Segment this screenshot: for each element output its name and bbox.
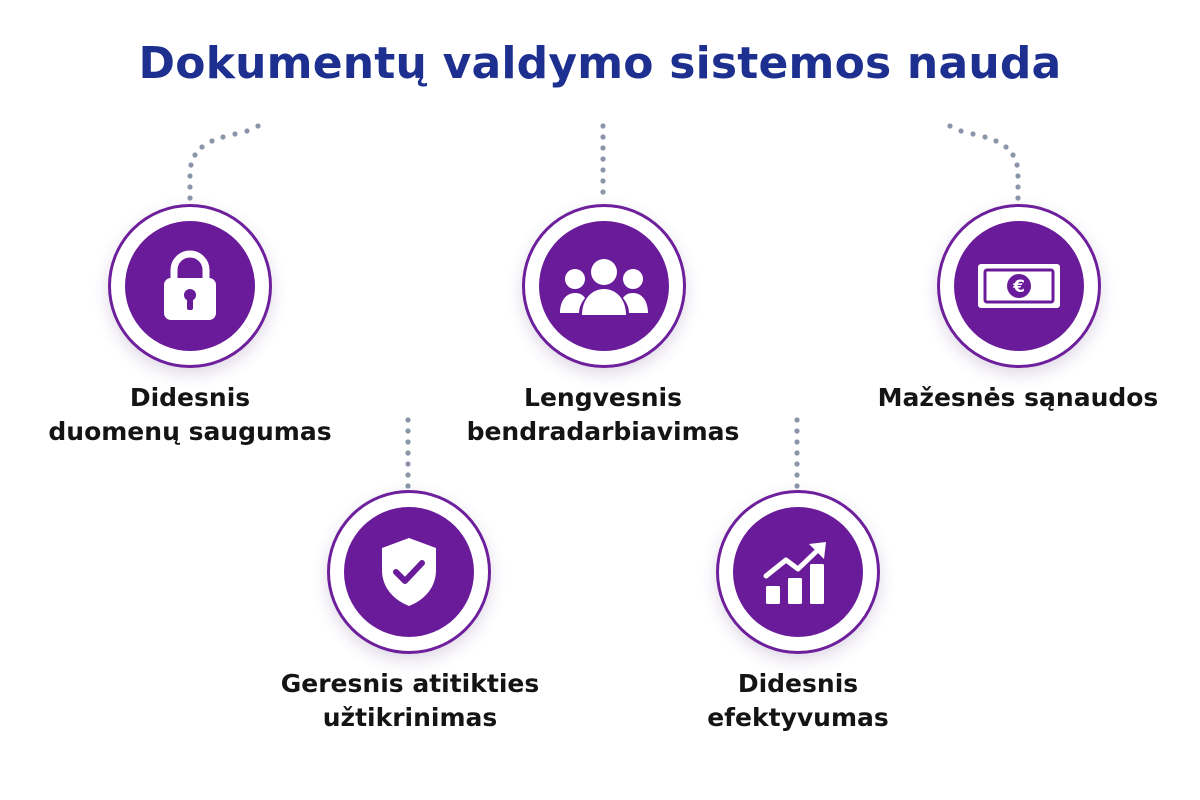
connector-dot <box>794 483 800 489</box>
connector-dot <box>405 483 411 489</box>
diagram-title: Dokumentų valdymo sistemos nauda <box>138 38 1062 89</box>
benefit-compliance-label: Geresnis atitikties užtikrinimas <box>250 667 570 735</box>
connector-dot <box>794 439 800 445</box>
benefit-efficiency <box>716 490 880 654</box>
connector-dot <box>199 144 205 150</box>
connector-dot <box>794 417 800 423</box>
connector-dot <box>1003 144 1009 150</box>
icon-badge <box>539 221 669 351</box>
benefit-security-label: Didesnis duomenų saugumas <box>30 381 350 449</box>
icon-badge <box>344 507 474 637</box>
label-line: bendradarbiavimas <box>466 417 740 446</box>
connector-dot <box>982 134 988 140</box>
benefit-costs: € <box>937 204 1101 368</box>
connector-dot <box>600 156 606 162</box>
connector-dot <box>1015 184 1021 190</box>
connector-dot <box>947 123 953 129</box>
connector-dot <box>794 450 800 456</box>
label-line: Didesnis <box>737 669 859 698</box>
shield-check-icon <box>382 538 436 606</box>
icon-badge: € <box>954 221 1084 351</box>
connector-dot <box>405 461 411 467</box>
connector-dot <box>192 152 198 158</box>
connector-dot <box>405 428 411 434</box>
connector-dot <box>958 128 964 134</box>
connector-dot <box>1015 173 1021 179</box>
label-line: Mažesnės sąnaudos <box>877 383 1159 412</box>
connector-dot <box>405 417 411 423</box>
connector-dot <box>244 128 250 134</box>
connector-dot <box>970 131 976 137</box>
lock-icon <box>164 250 216 320</box>
connector-dot <box>187 195 193 201</box>
connector-dot <box>187 184 193 190</box>
team-icon <box>560 259 648 315</box>
connector-dot <box>600 145 606 151</box>
connector-dot <box>1015 195 1021 201</box>
connector-dot <box>405 472 411 478</box>
connector-dot <box>187 173 193 179</box>
connector-dot <box>1010 152 1016 158</box>
connector-dot <box>188 162 194 168</box>
connector-dot <box>600 178 606 184</box>
label-line: Geresnis atitikties <box>280 669 540 698</box>
label-line: efektyvumas <box>707 703 889 732</box>
connector-dot <box>794 461 800 467</box>
benefit-collaboration-label: Lengvesnis bendradarbiavimas <box>443 381 763 449</box>
connector-dot <box>405 439 411 445</box>
svg-text:€: € <box>1012 277 1025 297</box>
connector-dot <box>405 450 411 456</box>
connector-dot <box>600 167 606 173</box>
connector-dot <box>600 189 606 195</box>
label-line: Lengvesnis <box>524 383 682 412</box>
connector-dot <box>794 428 800 434</box>
label-line: duomenų saugumas <box>48 417 332 446</box>
connector-dot <box>209 138 215 144</box>
money-euro-icon: € <box>978 264 1060 308</box>
connector-dot <box>232 131 238 137</box>
connector-dot <box>220 134 226 140</box>
benefit-costs-label: Mažesnės sąnaudos <box>858 381 1178 415</box>
connector-dot <box>255 123 261 129</box>
connector-dot <box>794 472 800 478</box>
benefit-collaboration <box>522 204 686 368</box>
connector-dot <box>1014 162 1020 168</box>
connector-dot <box>600 134 606 140</box>
icon-badge <box>125 221 255 351</box>
label-line: užtikrinimas <box>322 703 498 732</box>
label-line: Didesnis <box>129 383 251 412</box>
connector-dot <box>600 123 606 129</box>
growth-chart-icon <box>763 542 826 604</box>
benefit-security <box>108 204 272 368</box>
benefit-compliance <box>327 490 491 654</box>
benefit-efficiency-label: Didesnis efektyvumas <box>638 667 958 735</box>
connector-dot <box>993 138 999 144</box>
icon-badge <box>733 507 863 637</box>
